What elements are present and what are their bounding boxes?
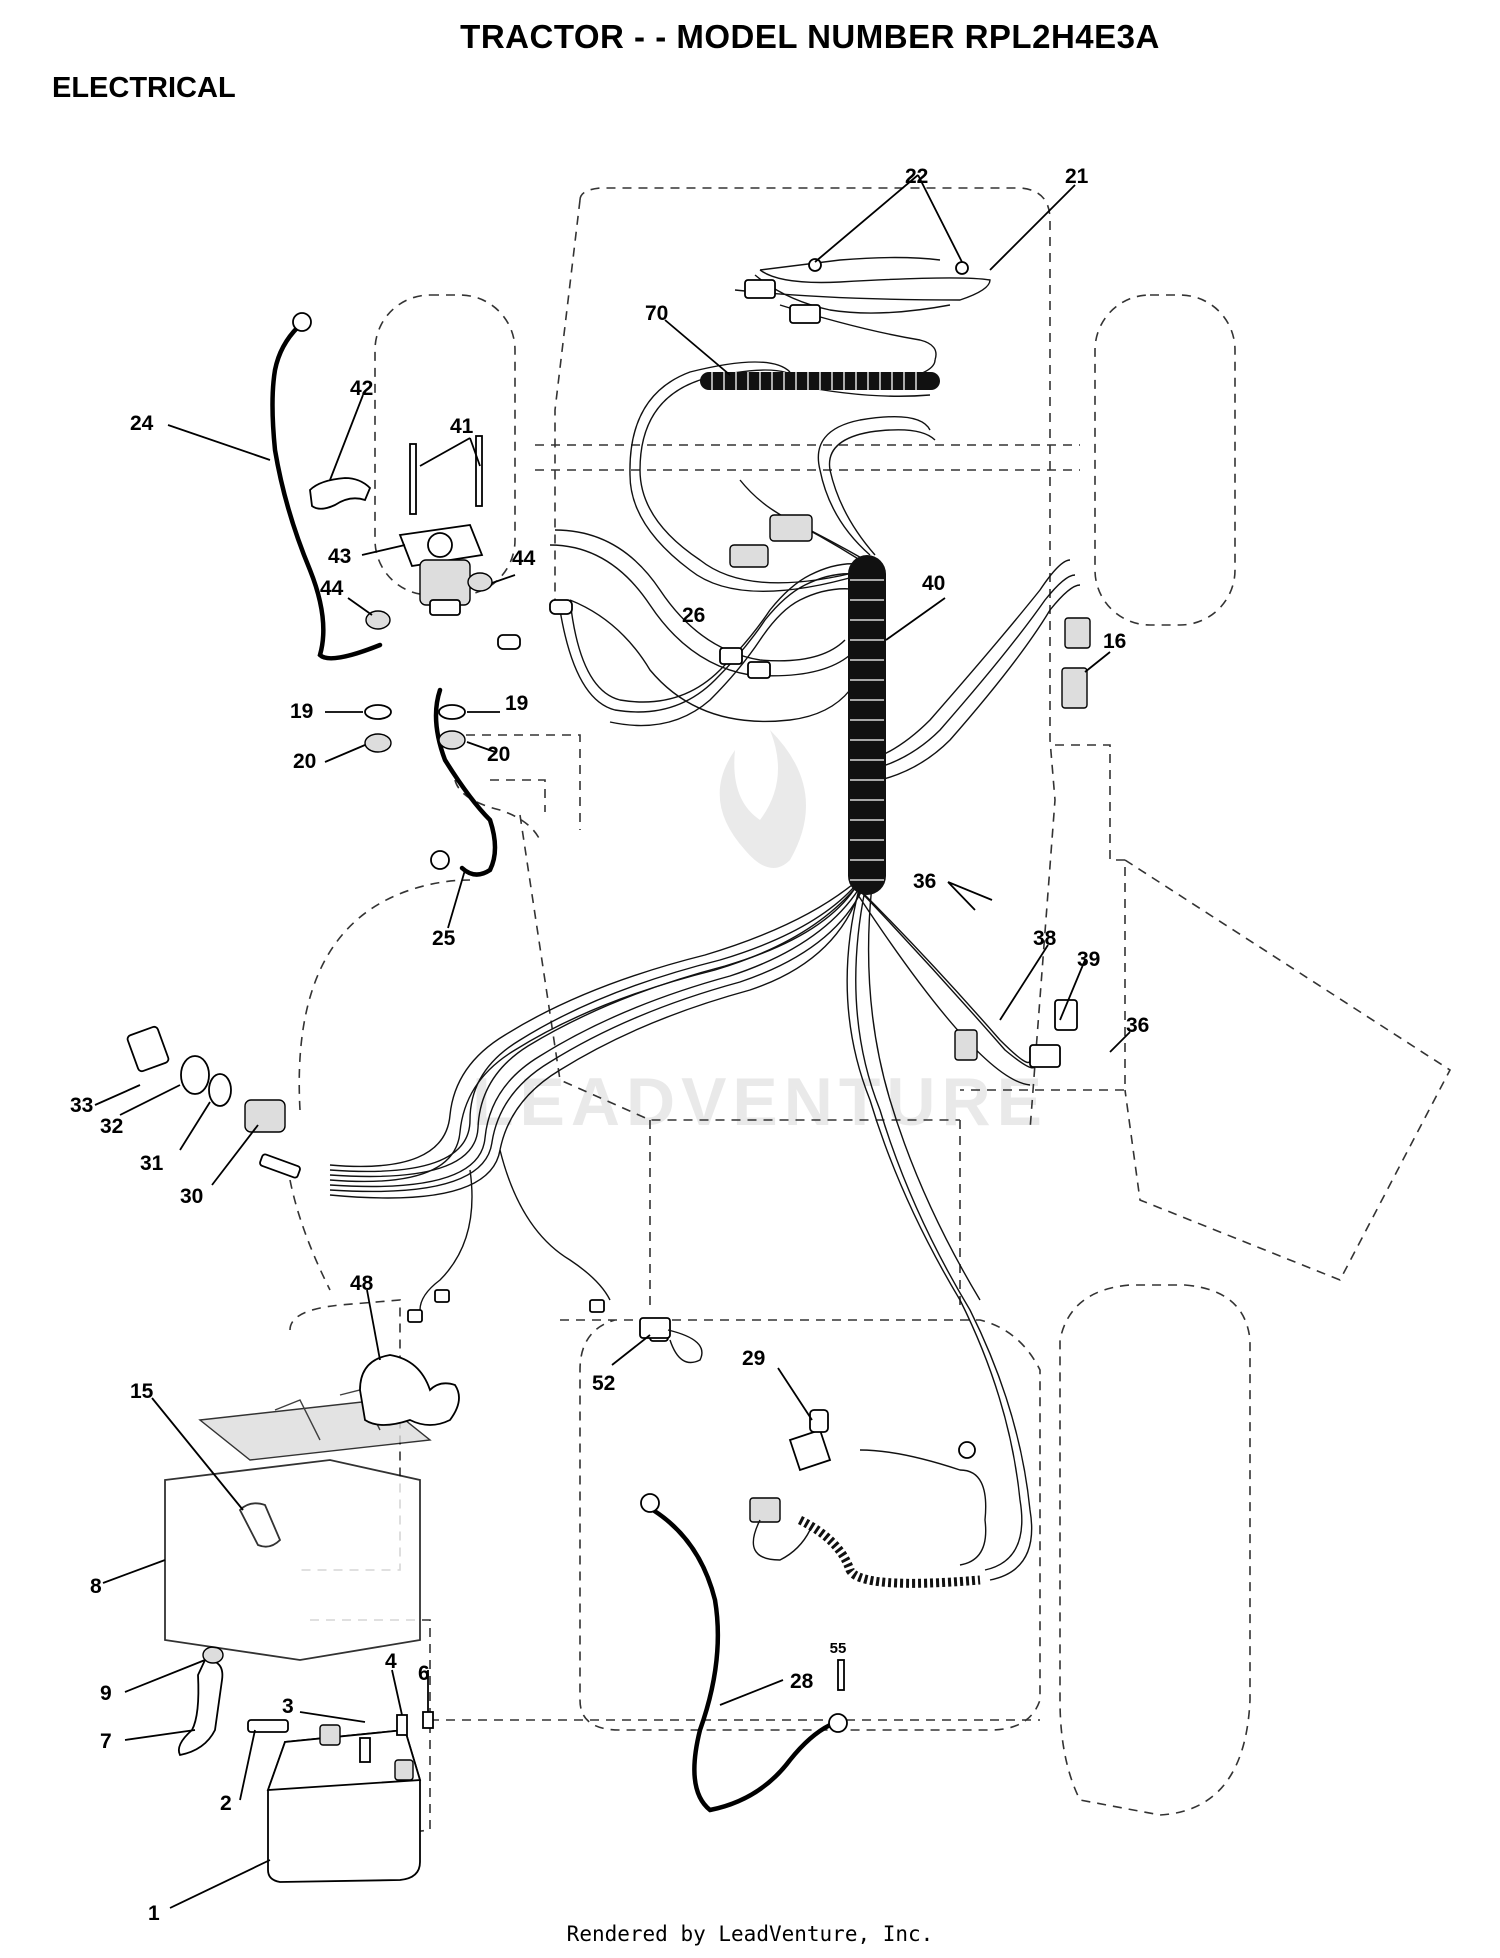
callout-19b: 19 xyxy=(505,692,528,715)
leader-lines xyxy=(94,174,1131,1909)
callout-55: 55 xyxy=(830,1640,847,1657)
coiled-lead xyxy=(797,1441,981,1588)
callout-9: 9 xyxy=(100,1682,112,1705)
callout-22: 22 xyxy=(905,165,928,188)
callout-labels: 22 21 70 42 41 24 43 44 44 40 26 16 19 1… xyxy=(70,165,1149,1925)
callout-19a: 19 xyxy=(290,700,313,723)
ammeter-48 xyxy=(359,1354,460,1426)
callout-28: 28 xyxy=(790,1670,814,1693)
main-harness xyxy=(329,256,1081,1581)
callout-31: 31 xyxy=(140,1152,164,1175)
callout-70: 70 xyxy=(645,302,668,325)
callout-48: 48 xyxy=(350,1272,374,1295)
ignition-switch xyxy=(126,1025,301,1179)
bolt-55 xyxy=(837,1659,845,1691)
callout-2: 2 xyxy=(220,1792,232,1815)
fuse-holder xyxy=(639,1317,703,1364)
terminal-28b xyxy=(828,1713,848,1733)
harness-loom xyxy=(848,555,886,895)
callout-42: 42 xyxy=(350,377,373,400)
callout-15: 15 xyxy=(130,1380,154,1403)
battery-hardware xyxy=(177,1646,434,1763)
terminal-28 xyxy=(640,1493,660,1513)
hose-7 xyxy=(177,1659,224,1757)
footer-credit: Rendered by LeadVenture, Inc. xyxy=(566,1922,934,1946)
callout-21: 21 xyxy=(1065,165,1089,188)
callout-16: 16 xyxy=(1103,630,1126,653)
solenoid xyxy=(309,435,493,630)
callout-6: 6 xyxy=(418,1662,430,1685)
callout-40: 40 xyxy=(922,572,945,595)
callout-36b: 36 xyxy=(1126,1014,1149,1037)
callout-38: 38 xyxy=(1033,927,1057,950)
callout-33: 33 xyxy=(70,1094,93,1117)
callout-44b: 44 xyxy=(512,547,536,570)
callout-29: 29 xyxy=(742,1347,765,1370)
watermark-text: LEADVENTURE xyxy=(472,1064,1048,1140)
callout-24: 24 xyxy=(130,412,154,435)
callout-7: 7 xyxy=(100,1730,112,1753)
seat-switch xyxy=(749,1409,987,1566)
terminal-25 xyxy=(430,850,450,870)
callout-20b: 20 xyxy=(487,743,510,766)
callout-4: 4 xyxy=(385,1650,397,1673)
section-title: ELECTRICAL xyxy=(52,72,236,104)
cable-28 xyxy=(650,1507,833,1813)
callout-1: 1 xyxy=(148,1902,160,1925)
battery-support xyxy=(164,1389,432,1661)
leadventure-watermark: LEADVENTURE xyxy=(472,730,1048,1140)
callout-41: 41 xyxy=(450,415,474,438)
cable-25 xyxy=(433,687,498,877)
callout-43: 43 xyxy=(328,545,351,568)
callout-3: 3 xyxy=(282,1695,294,1718)
callout-30: 30 xyxy=(180,1185,203,1208)
boot-42 xyxy=(309,477,372,510)
callout-52: 52 xyxy=(592,1372,615,1395)
nut-washer-set xyxy=(364,599,573,753)
terminal-24 xyxy=(292,312,312,332)
page-title: TRACTOR - - MODEL NUMBER RPL2H4E3A xyxy=(460,18,1160,55)
callout-26: 26 xyxy=(682,604,705,627)
callout-39: 39 xyxy=(1077,948,1100,971)
connectors xyxy=(407,514,1091,1342)
cable-24 xyxy=(270,324,383,661)
callout-8: 8 xyxy=(90,1575,102,1598)
callout-32: 32 xyxy=(100,1115,123,1138)
callout-20a: 20 xyxy=(293,750,316,773)
battery xyxy=(247,1719,422,1883)
loom-70 xyxy=(700,372,940,390)
lamp-harness xyxy=(734,258,991,324)
callout-44a: 44 xyxy=(320,577,344,600)
callout-36a: 36 xyxy=(913,870,936,893)
callout-25: 25 xyxy=(432,927,456,950)
